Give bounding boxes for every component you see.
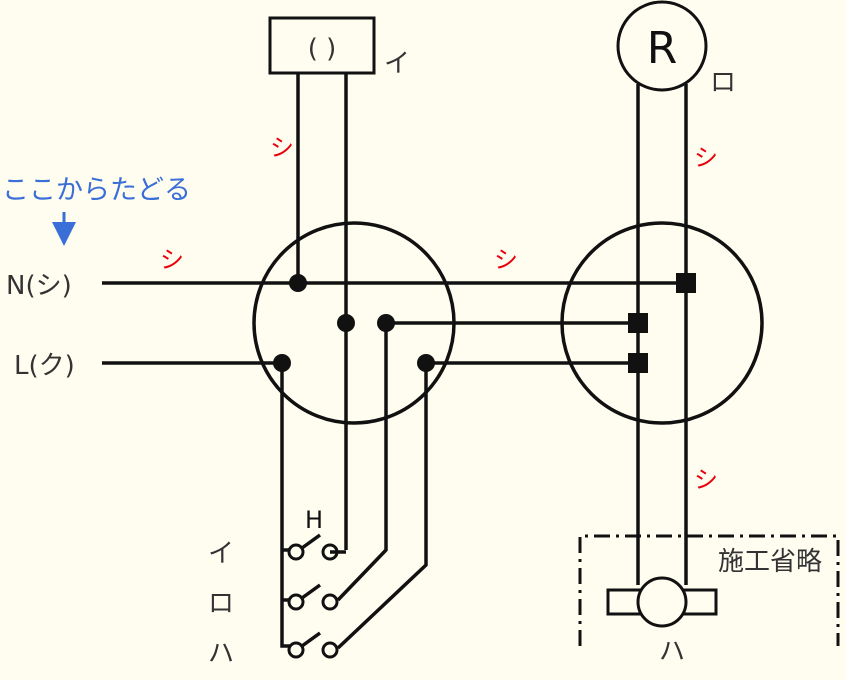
lamp-ha-circle: [636, 576, 688, 628]
switch-i: [287, 533, 346, 561]
switch-ro: [287, 583, 339, 611]
receptacle-circle: [616, 0, 708, 92]
splice-square-neutral: [676, 273, 696, 293]
lamp-ha-label: ハ: [659, 637, 685, 667]
wire-mark-neutral-box2: シ: [494, 246, 518, 274]
omitted-label: 施工省略: [718, 547, 822, 577]
receptacle-symbol: R: [647, 23, 678, 74]
fixture-i-tag: イ: [384, 49, 410, 79]
splice-dot-ha: [417, 354, 435, 372]
switch-h-label: H: [305, 506, 323, 534]
wire-mark-fixture-i: シ: [270, 134, 294, 162]
switch-ro-label: ロ: [208, 589, 234, 619]
line-label: L(ク): [14, 351, 75, 381]
splice-dot-neutral: [289, 274, 307, 292]
splice-dot-fixture: [337, 314, 355, 332]
start-hint: ここからたどる: [2, 175, 191, 206]
switch-ha-wire: [336, 363, 428, 650]
splice-dot-line: [273, 354, 291, 372]
receptacle-tag: ロ: [710, 68, 736, 98]
switch-ha: [287, 631, 339, 659]
switch-ro-wire: [336, 323, 388, 602]
fixture-i-symbol: ( ): [308, 34, 337, 64]
wire-mark-receptacle: シ: [694, 144, 718, 172]
switch-i-label: イ: [208, 539, 234, 569]
neutral-label: N(シ): [6, 271, 72, 301]
fixture-i-box: [268, 16, 376, 75]
splice-dot-ro: [377, 314, 395, 332]
splice-square-ha: [628, 353, 648, 373]
switch-ha-label: ハ: [208, 639, 234, 669]
wire-mark-neutral: シ: [160, 246, 184, 274]
wire-mark-lamp: シ: [694, 466, 718, 494]
omitted-area-border: [578, 534, 840, 646]
splice-square-ro: [628, 313, 648, 333]
